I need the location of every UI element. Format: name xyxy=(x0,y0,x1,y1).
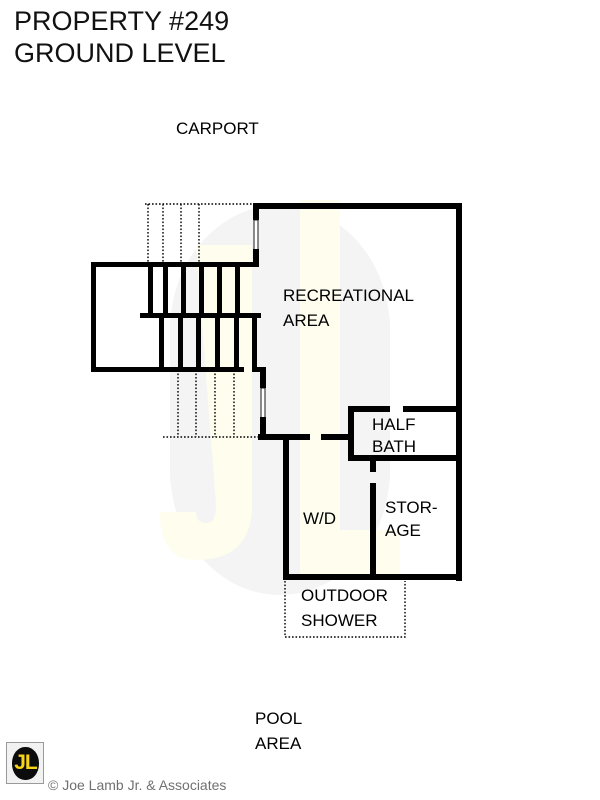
door-opening-rec-upper xyxy=(253,219,259,251)
door-opening-rec-lower xyxy=(260,387,266,419)
logo-oval-shape xyxy=(12,747,39,780)
title-level: GROUND LEVEL xyxy=(14,38,226,68)
logo-jl-text: JL xyxy=(14,751,38,774)
pool-area-label-line1: POOL xyxy=(255,709,302,728)
watermark-jl-logo xyxy=(160,200,400,595)
stair-dotted-upper xyxy=(145,203,256,262)
utility-room-walls xyxy=(283,434,462,580)
outdoor-shower-label-line1: OUTDOOR xyxy=(301,586,388,605)
washer-dryer-label: W/D xyxy=(303,509,336,528)
joe-lamb-logo: JL xyxy=(6,742,44,784)
half-bath-label-line2: BATH xyxy=(372,437,416,456)
outdoor-shower-label-line2: SHOWER xyxy=(301,611,378,630)
page-title: PROPERTY #249 GROUND LEVEL xyxy=(14,8,229,67)
outdoor-shower-outline xyxy=(284,581,406,638)
stair-treads xyxy=(148,267,257,367)
half-bath-walls xyxy=(348,406,462,461)
storage-label-line2: AGE xyxy=(385,521,421,540)
stair-dotted-lower xyxy=(163,370,258,438)
stair-landing-walls xyxy=(91,262,260,372)
carport-label: CARPORT xyxy=(176,119,259,138)
half-bath-label-line1: HALF xyxy=(372,415,415,434)
storage-label-line1: STOR- xyxy=(385,498,438,517)
pool-area-label-line2: AREA xyxy=(255,734,302,753)
copyright-notice: © Joe Lamb Jr. & Associates xyxy=(48,777,227,793)
title-property-number: PROPERTY #249 xyxy=(14,6,230,36)
recreational-area-label-line2: AREA xyxy=(283,311,330,330)
recreational-area-label-line1: RECREATIONAL xyxy=(283,286,414,305)
